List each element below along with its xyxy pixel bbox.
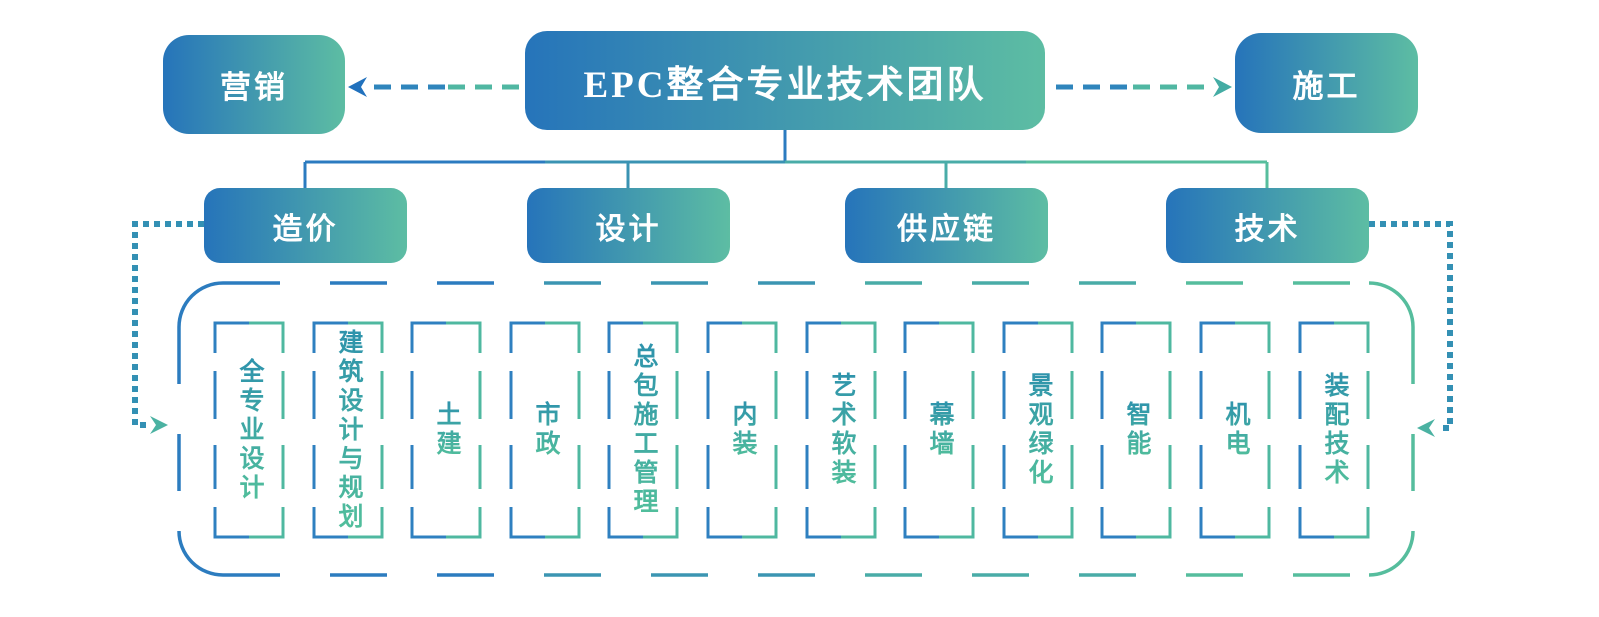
specialty-item: 总包施工管理 <box>609 323 677 537</box>
specialty-label: 艺术软装 <box>823 372 859 488</box>
specialty-label: 装配技术 <box>1316 372 1352 488</box>
specialty-label: 机电 <box>1217 401 1253 459</box>
specialty-label: 建筑设计与规划 <box>330 329 366 532</box>
specialty-item: 内装 <box>708 323 776 537</box>
root-box: EPC整合专业技术团队 <box>525 31 1045 130</box>
dept-box-supply-chain: 供应链 <box>845 188 1048 263</box>
dept-box-technology: 技术 <box>1166 188 1369 263</box>
dept-label: 设计 <box>595 212 662 246</box>
specialty-label: 内装 <box>724 401 760 459</box>
specialty-item: 机电 <box>1201 323 1269 537</box>
specialty-label: 幕墙 <box>921 401 957 459</box>
specialty-item: 幕墙 <box>905 323 973 537</box>
specialty-label: 市政 <box>527 401 563 459</box>
marketing-label: 营销 <box>220 70 288 105</box>
dept-box-design: 设计 <box>527 188 730 263</box>
specialty-item: 装配技术 <box>1300 323 1368 537</box>
specialty-label: 景观绿化 <box>1020 372 1056 488</box>
dept-label: 技术 <box>1234 212 1301 246</box>
marketing-box: 营销 <box>163 35 345 134</box>
specialty-item: 艺术软装 <box>807 323 875 537</box>
specialty-item: 土建 <box>412 323 480 537</box>
construction-box: 施工 <box>1235 33 1418 133</box>
specialty-item: 建筑设计与规划 <box>314 323 382 537</box>
dept-label: 供应链 <box>897 212 996 246</box>
specialty-item: 全专业设计 <box>215 323 283 537</box>
specialty-label: 全专业设计 <box>231 358 267 503</box>
dept-box-cost: 造价 <box>204 188 407 263</box>
root-label: EPC整合专业技术团队 <box>583 64 987 106</box>
specialty-label: 总包施工管理 <box>625 343 661 517</box>
specialty-item: 市政 <box>511 323 579 537</box>
specialty-item: 智能 <box>1102 323 1170 537</box>
specialty-item: 景观绿化 <box>1004 323 1072 537</box>
specialty-label: 智能 <box>1118 401 1154 459</box>
construction-label: 施工 <box>1292 68 1361 104</box>
specialty-label: 土建 <box>428 401 464 459</box>
dept-label: 造价 <box>272 212 339 246</box>
